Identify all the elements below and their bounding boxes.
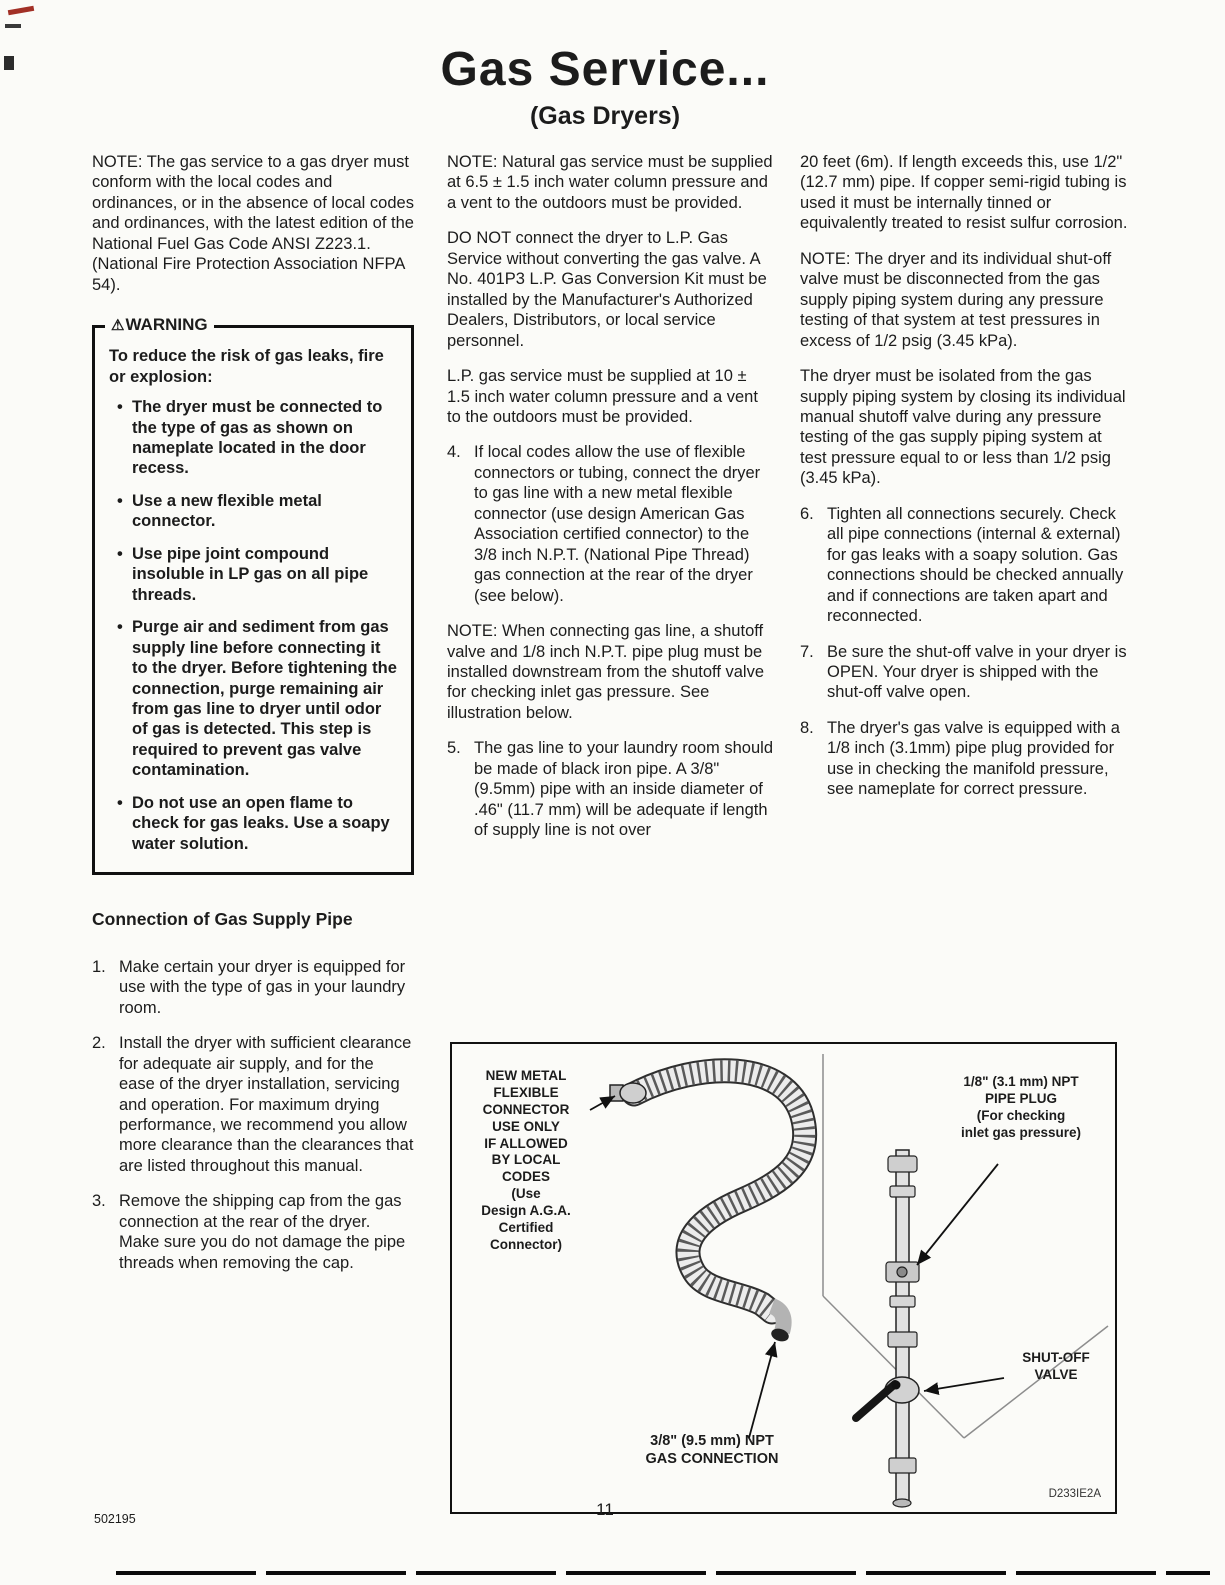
paragraph: DO NOT connect the dryer to L.P. Gas Ser… (447, 229, 767, 350)
label-pipe-plug: 1/8" (3.1 mm) NPT PIPE PLUG (For checkin… (960, 1074, 1082, 1140)
warning-intro: To reduce the risk of gas leaks, fire or… (109, 347, 384, 386)
warning-bullet: Do not use an open flame to check for ga… (117, 793, 399, 854)
numbered-step: 5. The gas line to your laundry room sho… (447, 738, 773, 840)
callout-arrows (589, 1095, 1005, 1439)
paragraph: L.P. gas service must be supplied at 10 … (447, 367, 758, 426)
warning-label-text: WARNING (125, 315, 208, 335)
page-number: 11 (596, 1500, 614, 1519)
step-text: Make certain your dryer is equipped for … (119, 957, 406, 1017)
step-number: 6. (800, 504, 814, 523)
warning-list: The dryer must be connected to the type … (109, 397, 399, 854)
note-paragraph: NOTE: The dryer and its individual shut-… (800, 249, 1112, 350)
warning-label: ⚠WARNING (105, 314, 214, 336)
step-text: If local codes allow the use of flexible… (474, 443, 761, 605)
scan-artifact (5, 24, 21, 28)
numbered-step: 4. If local codes allow the use of flexi… (447, 442, 773, 606)
elbow-opening (771, 1328, 789, 1342)
page-subtitle: (Gas Dryers) (529, 102, 681, 130)
numbered-step: 1. Make certain your dryer is equipped f… (92, 957, 414, 1018)
step-number: 5. (447, 739, 461, 758)
step-number: 7. (800, 642, 814, 661)
step-text: Be sure the shut-off valve in your dryer… (827, 642, 1127, 702)
wall-lines (822, 1054, 1109, 1439)
step-text: The gas line to your laundry room should… (474, 739, 773, 840)
note-paragraph: NOTE: When connecting gas line, a shutof… (447, 622, 765, 722)
step-continuation: 20 feet (6m). If length exceeds this, us… (800, 153, 1128, 233)
arrow-to-gas-connection (748, 1341, 778, 1439)
label-shut-off-valve: SHUT-OFF VALVE (1022, 1350, 1090, 1382)
gas-connection-diagram: NEW METAL FLEXIBLE CONNECTOR USE ONLY IF… (450, 1042, 1117, 1514)
step-text: Remove the shipping cap from the gas con… (119, 1192, 406, 1272)
step-text: Install the dryer with sufficient cleara… (119, 1034, 414, 1175)
arrow-to-connector (589, 1095, 616, 1111)
warning-icon: ⚠ (111, 317, 125, 335)
gas-connection-illustration (589, 1054, 1109, 1508)
numbered-step: 6. Tighten all connections securely. Che… (800, 504, 1132, 627)
warning-bullet: Use a new flexible metal connector. (117, 491, 399, 532)
hose-end-nut (619, 1082, 647, 1104)
shut-off-valve-drawing (852, 1376, 920, 1422)
column-right: 20 feet (6m). If length exceeds this, us… (800, 152, 1132, 815)
warning-bullet: The dryer must be connected to the type … (117, 397, 399, 479)
arrow-to-shut-off-valve (923, 1377, 1005, 1396)
step-text: Tighten all connections securely. Check … (827, 504, 1124, 626)
warning-box: ⚠WARNING To reduce the risk of gas leaks… (92, 314, 414, 876)
step-number: 1. (92, 957, 106, 976)
numbered-step: 7. Be sure the shut-off valve in your dr… (800, 642, 1132, 703)
note-paragraph: NOTE: The gas service to a gas dryer mus… (92, 153, 414, 294)
step-text: The dryer's gas valve is equipped with a… (827, 718, 1120, 799)
valve-handle (852, 1380, 899, 1422)
warning-bullet: Purge air and sediment from gas supply l… (117, 617, 399, 781)
section-heading: Connection of Gas Supply Pipe (92, 909, 353, 930)
footer-doc-number: 502195 (94, 1512, 136, 1526)
flexible-connector-drawing (609, 1058, 818, 1342)
numbered-step: 8. The dryer's gas valve is equipped wit… (800, 718, 1132, 800)
warning-bullet: Use pipe joint compound insoluble in LP … (117, 544, 399, 605)
scan-artifact (4, 56, 14, 70)
scan-artifact (7, 5, 35, 16)
note-paragraph: NOTE: Natural gas service must be suppli… (447, 153, 773, 212)
label-flexible-connector: NEW METAL FLEXIBLE CONNECTOR USE ONLY IF… (481, 1068, 571, 1252)
step-number: 4. (447, 443, 461, 462)
step-number: 2. (92, 1034, 106, 1053)
elbow-fitting (768, 1298, 792, 1335)
bottom-rule (116, 1571, 1210, 1575)
column-middle: NOTE: Natural gas service must be suppli… (447, 152, 773, 856)
arrow-to-pipe-plug (916, 1163, 999, 1266)
pipe-plug-face (896, 1266, 908, 1278)
label-gas-connection: 3/8" (9.5 mm) NPT GAS CONNECTION (645, 1433, 779, 1468)
figure-code: D233IE2A (1048, 1488, 1101, 1500)
paragraph: The dryer must be isolated from the gas … (800, 367, 1126, 488)
numbered-step: 3. Remove the shipping cap from the gas … (92, 1191, 414, 1273)
step-number: 8. (800, 718, 814, 737)
numbered-step: 2. Install the dryer with sufficient cle… (92, 1033, 414, 1176)
step-number: 3. (92, 1192, 106, 1211)
column-left: NOTE: The gas service to a gas dryer mus… (92, 152, 414, 1288)
gas-pipe-drawing (852, 1149, 920, 1508)
page-title: Gas Service... (440, 43, 770, 96)
